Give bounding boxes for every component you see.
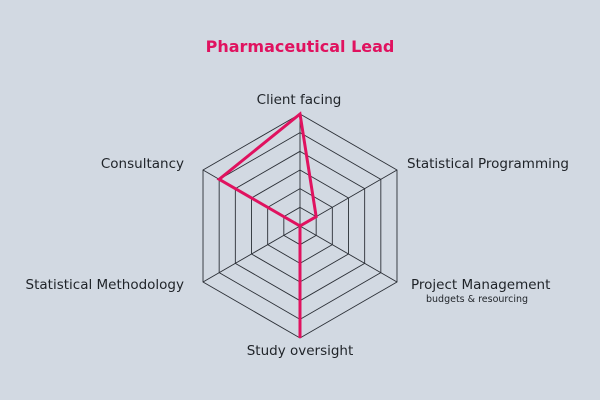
axis-label-consultancy: Consultancy [101,156,184,172]
spoke-5 [202,225,301,283]
axis-label-client-facing: Client facing [257,92,342,108]
axis-label-statistical-programming: Statistical Programming [407,156,569,172]
axis-label-study-oversight: Study oversight [247,343,354,359]
axis-sublabel-project-management: budgets & resourcing [426,294,528,305]
axis-label-project-management: Project Management [411,277,550,293]
axis-label-statistical-methodology: Statistical Methodology [26,277,184,293]
spoke-3 [299,225,398,283]
radar-series [216,111,318,339]
chart-title: Pharmaceutical Lead [206,37,395,56]
